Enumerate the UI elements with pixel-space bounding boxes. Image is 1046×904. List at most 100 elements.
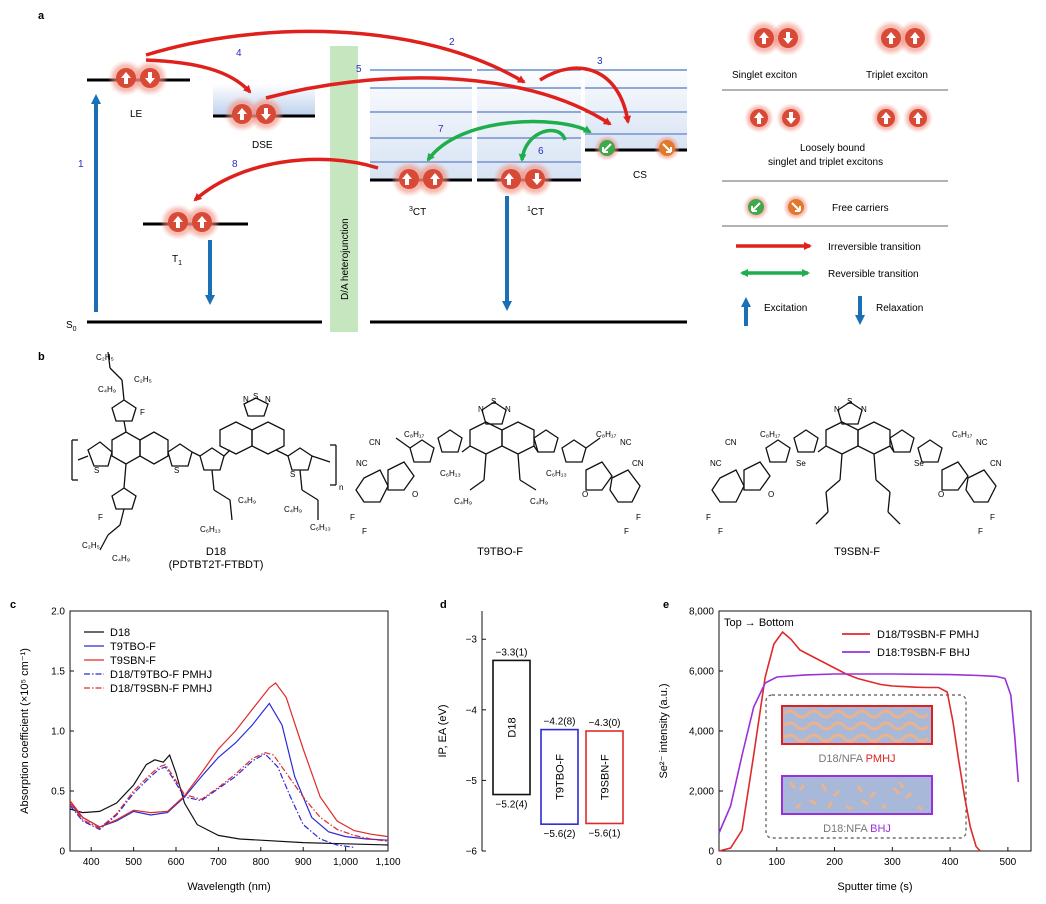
chart-e-ytick-label: 2,000: [689, 787, 714, 798]
d18-n-2: N: [265, 395, 271, 404]
molecule-name-t9sbn-f: T9SBN-F: [834, 546, 880, 558]
chart-e-ytick-label: 0: [708, 847, 714, 858]
chart-c-legend-label: D18/T9SBN-F PMHJ: [110, 683, 212, 695]
t9tbo-n-1: N: [478, 405, 484, 414]
t9sbn-cn-r: CN: [990, 459, 1002, 468]
chart-e-series-line: [718, 630, 981, 852]
chart-d-ea-label: −4.2(8): [544, 717, 576, 728]
chart-d-ea-label: −4.3(0): [589, 718, 621, 729]
t9tbo-f-3: F: [636, 513, 641, 522]
t9tbo-c8h17-l: C₈H₁₇: [404, 430, 425, 439]
t9tbo-o-r: O: [582, 490, 588, 499]
panel-b-structures: [71, 351, 997, 551]
t9sbn-f-1: F: [706, 513, 711, 522]
t9tbo-f-1: F: [350, 513, 355, 522]
legend-excitation-label: Excitation: [764, 303, 807, 314]
inset-pmhj-texture: [782, 709, 930, 743]
molecule-alias-d18: (PDTBT2T-FTBDT): [169, 559, 264, 571]
chart-c-ytick-label: 0: [59, 847, 65, 858]
chart-d-ea-label: −3.3(1): [496, 647, 528, 658]
d18-s-4: S: [290, 470, 295, 479]
chart-e-annotation: Top → Bottom: [724, 617, 794, 629]
d18-s-3: S: [253, 392, 258, 401]
da-heterojunction-label: D/A heterojunction: [340, 218, 351, 300]
label-ct1: 1CT: [527, 206, 544, 218]
d18-c4h9-bottom: C₄H₉: [112, 554, 130, 563]
t9sbn-f-3: F: [990, 513, 995, 522]
arrow-2: [145, 29, 526, 84]
d18-c6h13-2: C₆H₁₃: [310, 523, 331, 532]
legend-singlet-label: Singlet exciton: [732, 70, 797, 81]
structure-d18: [71, 351, 337, 551]
t9sbn-o-l: O: [768, 490, 774, 499]
legend-free-carriers-icon: [743, 194, 809, 220]
inset-bhj-texture: [788, 781, 924, 812]
chart-d-ytick-label: −5: [466, 776, 478, 787]
t9sbn-c8h17-r: C₈H₁₇: [952, 430, 973, 439]
chart-d-ip-label: −5.6(1): [589, 828, 621, 839]
panel-label-b: b: [38, 351, 45, 363]
chart-e-ytick-label: 4,000: [689, 727, 714, 738]
chart-e-legend-label: D18/T9SBN-F PMHJ: [877, 629, 979, 641]
t9tbo-cn-r: CN: [632, 459, 644, 468]
chart-d-ip-label: −5.6(2): [544, 829, 576, 840]
chart-c-ytick-label: 2.0: [51, 607, 65, 618]
chart-d-bar: [540, 728, 579, 825]
chart-c-legend-label: T9TBO-F: [110, 641, 156, 653]
exciton-le: [108, 60, 168, 96]
legend-free-label: Free carriers: [832, 203, 889, 214]
legend-reversible-label: Reversible transition: [828, 269, 919, 280]
label-cs: CS: [633, 170, 647, 181]
chart-e-xtick-label: 0: [716, 857, 722, 868]
arrow-num-2: 2: [449, 37, 455, 48]
inset-pmhj-label: D18/NFA PMHJ: [818, 753, 895, 765]
chart-c-ytick-label: 1.0: [51, 727, 65, 738]
free-carriers-cs: [594, 135, 680, 161]
chart-c-xtick-label: 700: [210, 857, 227, 868]
legend-irreversible-label: Irreversible transition: [828, 242, 921, 253]
t9tbo-c4h9-l: C₄H₉: [454, 497, 472, 506]
t9tbo-s-top: S: [491, 397, 496, 406]
arrow-5: [265, 76, 612, 126]
t9tbo-o-l: O: [412, 490, 418, 499]
legend-triplet-label: Triplet exciton: [866, 70, 928, 81]
chart-c-legend-label: D18: [110, 627, 130, 639]
t9sbn-o-r: O: [938, 490, 944, 499]
chart-c-ytick-label: 1.5: [51, 667, 65, 678]
chart-d-bar-name: T9SBN-F: [600, 754, 612, 800]
chart-e-ylabel: Se²⁻ intensity (a.u.): [658, 683, 670, 778]
t9tbo-nc-r: NC: [620, 438, 632, 447]
panel-label-d: d: [440, 599, 447, 611]
chart-e-legend-label: D18:T9SBN-F BHJ: [877, 647, 970, 659]
d18-c4h9-mid: C₄H₉: [238, 496, 256, 505]
d18-n-sub: n: [339, 483, 343, 492]
chart-e-series: [718, 630, 1020, 852]
chart-c-xtick-label: 600: [168, 857, 185, 868]
chart-e-legend: D18/T9SBN-F PMHJ D18:T9SBN-F BHJ: [842, 629, 979, 659]
chart-d-bar: [585, 730, 624, 825]
t9sbn-n-2: N: [861, 405, 867, 414]
d18-c2h5-top-r: C₂H₅: [134, 375, 152, 384]
chart-e-inset: D18/NFA PMHJ D18:NFA BHJ: [765, 694, 967, 839]
label-le: LE: [130, 109, 143, 120]
chart-d-bars: D18−3.3(1)−5.2(4)T9TBO-F−4.2(8)−5.6(2)T9…: [492, 647, 624, 840]
da-heterojunction-bar: [330, 46, 358, 332]
d18-s-1: S: [94, 466, 99, 475]
chart-e-xtick-label: 400: [942, 857, 959, 868]
panel-a-diagram: D/A heterojunction LE DSE T1 S0 3: [66, 29, 687, 333]
chart-e-xtick-label: 100: [768, 857, 785, 868]
legend-loose-label-2: singlet and triplet excitons: [768, 157, 883, 168]
t9tbo-nc-l: NC: [356, 459, 368, 468]
t9tbo-cn-l: CN: [369, 438, 381, 447]
t9tbo-f-2: F: [362, 527, 367, 536]
panel-label-c: c: [10, 599, 16, 611]
t9sbn-nc-l: NC: [710, 459, 722, 468]
t9sbn-nc-r: NC: [976, 438, 988, 447]
chart-c-xtick-label: 1,100: [375, 857, 400, 868]
structure-t9sbn-f: [711, 401, 997, 525]
chart-d-energy-levels: −3−4−5−6 D18−3.3(1)−5.2(4)T9TBO-F−4.2(8)…: [437, 611, 624, 858]
arrow-3: [539, 66, 632, 124]
